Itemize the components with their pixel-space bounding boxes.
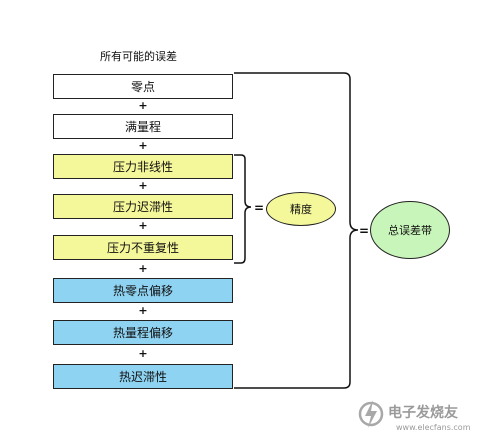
watermark-logo: 电子发烧友 www.elecfans.com [358, 396, 488, 438]
plus-sign: + [138, 347, 148, 360]
full-scale-label: 满量程 [124, 120, 161, 134]
plus-sign: + [138, 179, 148, 192]
pressure-nonlinearity-box: 压力非线性 [53, 154, 233, 179]
zero-box: 零点 [53, 74, 233, 99]
pressure-nonlinearity-label: 压力非线性 [112, 160, 173, 174]
pressure-nonrepeatability-box: 压力不重复性 [53, 235, 233, 260]
thermal-span-shift-box: 热量程偏移 [53, 320, 233, 345]
precision-ellipse: 精度 [266, 192, 336, 226]
zero-label: 零点 [130, 80, 155, 94]
plus-sign: + [138, 139, 148, 152]
plus-sign: + [138, 262, 148, 275]
lightning-icon [358, 400, 384, 428]
pressure-hysteresis-label: 压力迟滞性 [112, 200, 173, 214]
plus-sign: + [138, 99, 148, 112]
watermark-brand: 电子发烧友 [388, 405, 458, 421]
plus-sign: + [138, 219, 148, 232]
equals-sign-precision: = [254, 201, 265, 215]
pressure-hysteresis-box: 压力迟滞性 [53, 194, 233, 219]
thermal-zero-shift-box: 热零点偏移 [53, 278, 233, 303]
total-error-band-ellipse: 总误差带 [370, 201, 450, 259]
equals-sign-total: = [359, 224, 370, 238]
thermal-hysteresis-box: 热迟滞性 [53, 364, 233, 389]
precision-brace [234, 154, 252, 264]
precision-label: 精度 [290, 203, 312, 216]
thermal-zero-shift-label: 热零点偏移 [112, 284, 173, 298]
pressure-nonrepeatability-label: 压力不重复性 [106, 241, 179, 255]
all-possible-errors-title: 所有可能的误差 [100, 50, 177, 63]
thermal-hysteresis-label: 热迟滞性 [118, 370, 167, 384]
thermal-span-shift-label: 热量程偏移 [112, 326, 173, 340]
total-error-band-label: 总误差带 [388, 224, 432, 237]
watermark-url: www.elecfans.com [396, 423, 471, 432]
total-brace [234, 72, 359, 389]
plus-sign: + [138, 304, 148, 317]
full-scale-box: 满量程 [53, 114, 233, 139]
